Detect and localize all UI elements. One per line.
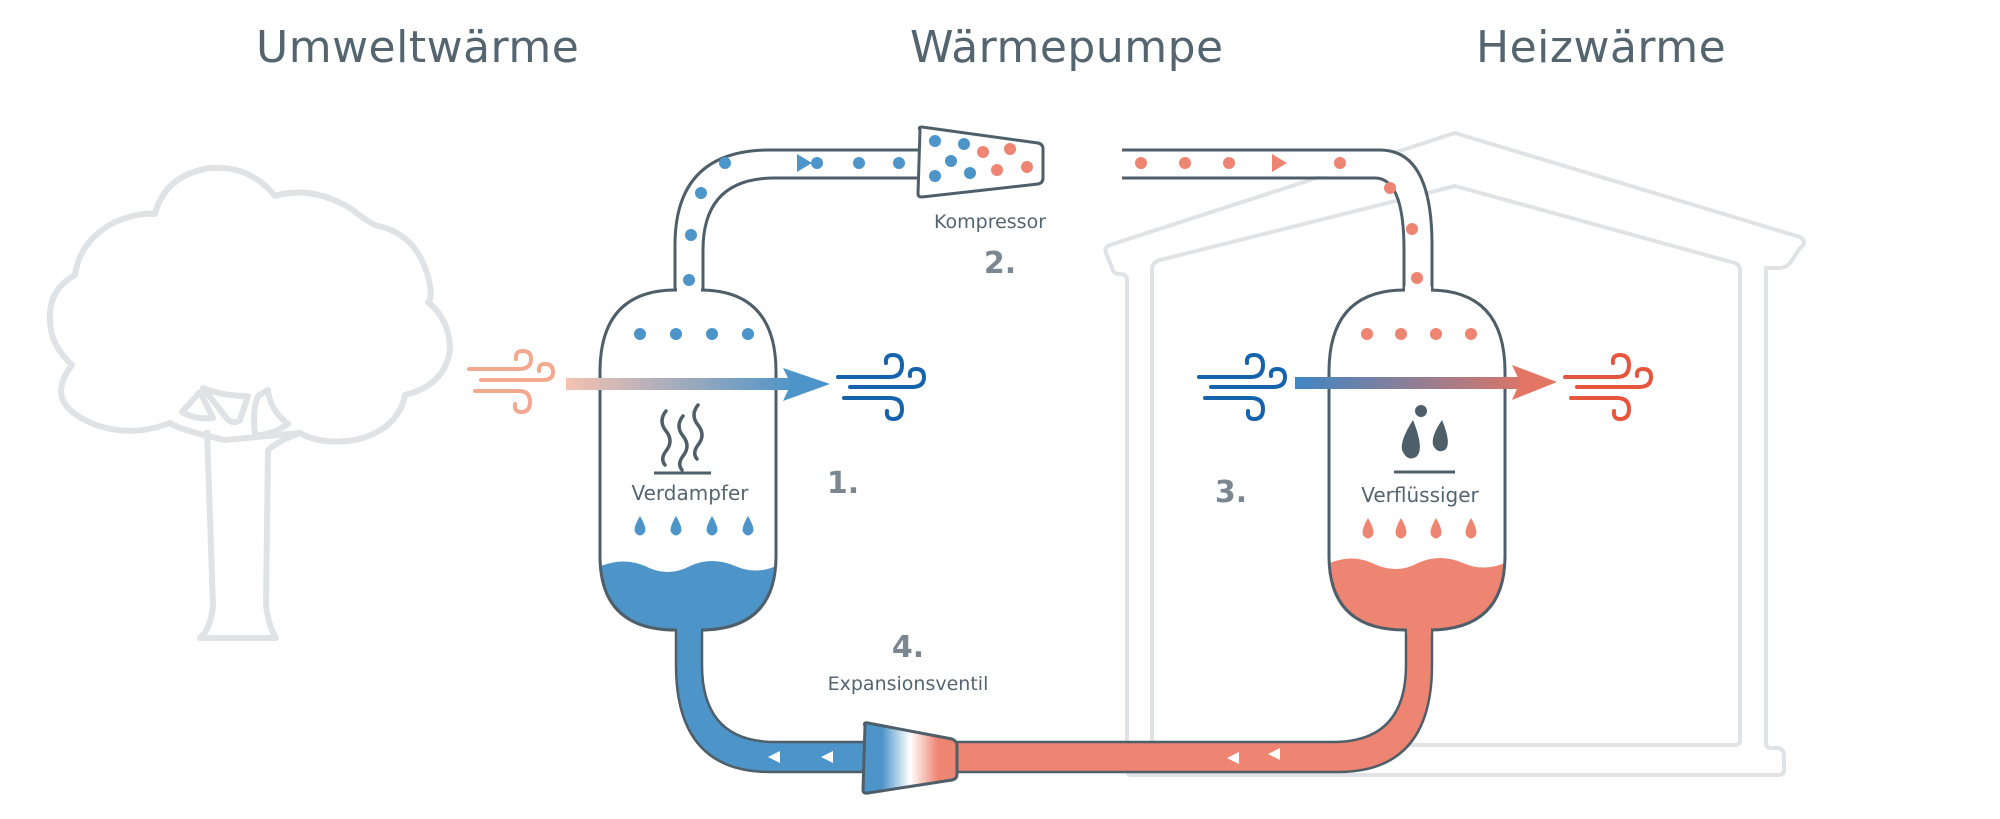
airflow-arrow-evaporator: [566, 368, 830, 401]
step-2-number: 2.: [984, 246, 1016, 281]
flow-direction-icon: [797, 154, 812, 172]
title-heating-heat: Heizwärme: [1476, 22, 1727, 73]
step-4-number: 4.: [892, 630, 924, 665]
evaporator: [598, 286, 778, 634]
compressor: [916, 125, 1045, 199]
expansion-valve: [861, 721, 959, 795]
warm-gas-particles: [1135, 154, 1423, 284]
wind-icon: [1197, 352, 1288, 422]
wind-icon: [1563, 352, 1654, 422]
tree-icon: [46, 164, 453, 641]
steam-icon: [660, 403, 704, 472]
airflow-arrow-condenser: [1295, 365, 1557, 400]
step-1-number: 1.: [827, 466, 859, 501]
droplets-icon: [1401, 405, 1448, 459]
condenser: [1327, 286, 1507, 634]
flow-direction-icon: [1272, 154, 1287, 172]
title-ambient-heat: Umweltwärme: [256, 22, 580, 73]
condenser-label: Verflüssiger: [1361, 483, 1479, 507]
wind-icon: [836, 352, 927, 422]
wind-icon: [467, 348, 556, 415]
step-3-number: 3.: [1215, 475, 1247, 510]
title-heat-pump: Wärmepumpe: [910, 22, 1224, 73]
liquid-drops-icon: [634, 516, 754, 536]
flow-direction-icons: [768, 748, 1280, 764]
bottom-pipe: [674, 626, 1434, 774]
cold-gas-particles: [683, 154, 905, 286]
liquid-drops-icon: [1362, 518, 1477, 539]
compressor-label: Kompressor: [934, 211, 1046, 233]
evaporator-label: Verdampfer: [631, 481, 749, 505]
expansion-valve-label: Expansionsventil: [828, 673, 989, 695]
